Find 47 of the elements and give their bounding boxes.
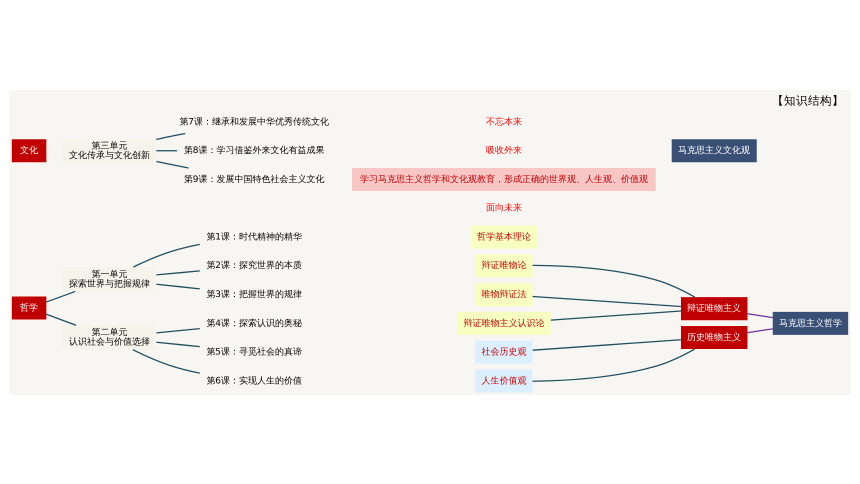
connector [532, 264, 696, 298]
node-box: 马克思主义哲学 [772, 311, 848, 334]
connector [132, 348, 200, 374]
node-text: 第7课：继承和发展中华优秀传统文化 [179, 116, 330, 127]
connector [532, 295, 681, 307]
node-box: 人生价值观 [475, 368, 533, 392]
connector [156, 341, 200, 347]
connector [156, 328, 200, 334]
label: 吸收外来 [486, 146, 522, 156]
node-box: 第一单元 探索世界与把握规律 [62, 266, 156, 291]
node-box: 辩证唯物论 [475, 254, 533, 277]
connector [156, 270, 200, 276]
node-box: 文化 [12, 138, 46, 162]
connector [156, 160, 189, 168]
connector [156, 150, 177, 151]
node-text: 第4课：探索认识的奥秘 [206, 318, 302, 328]
node-text: 第2课：探究世界的本质 [206, 260, 302, 271]
node-box: 唯物辩证法 [475, 282, 533, 306]
connector [532, 338, 681, 350]
connector [46, 313, 76, 326]
node-box: 社会历史观 [475, 340, 533, 364]
label: 面向未来 [486, 203, 522, 214]
node-text: 第9课：发展中国特色社会主义文化 [184, 174, 325, 184]
node-text: 第6课：实现人生的价值 [206, 376, 302, 386]
node-box: 马克思主义文化观 [672, 138, 757, 162]
node-box: 第二单元 认识社会与价值选择 [62, 324, 156, 350]
connector [156, 132, 186, 140]
node-text: 第8课：学习借鉴外来文化有益成果 [184, 146, 325, 156]
diagram-title: 【知识结构】 [772, 92, 844, 107]
connector [46, 290, 76, 302]
node-box: 历史唯物主义 [680, 325, 748, 348]
node-box: 辩证唯物主义 [680, 296, 748, 320]
node-box: 辩证唯物主义认识论 [456, 311, 551, 334]
connector [747, 328, 773, 333]
node-box: 学习马克思主义哲学和文化观教育，形成正确的世界观、人生观、价值观 [352, 168, 656, 191]
node-text: 第1课：时代精神的精华 [206, 232, 302, 242]
connector [133, 243, 200, 268]
connector [550, 310, 681, 320]
node-text: 第3课：把握世界的规律 [206, 289, 302, 300]
node-box: 哲学基本理论 [470, 225, 538, 248]
node-box: 哲学 [12, 296, 46, 320]
connector [156, 283, 200, 289]
label: 不忘本来 [486, 116, 522, 127]
node-box: 第三单元 文化传承与文化创新 [62, 138, 156, 162]
connector [532, 348, 696, 382]
node-text: 第5课：寻觅社会的真谛 [206, 347, 302, 358]
connector [747, 312, 773, 318]
